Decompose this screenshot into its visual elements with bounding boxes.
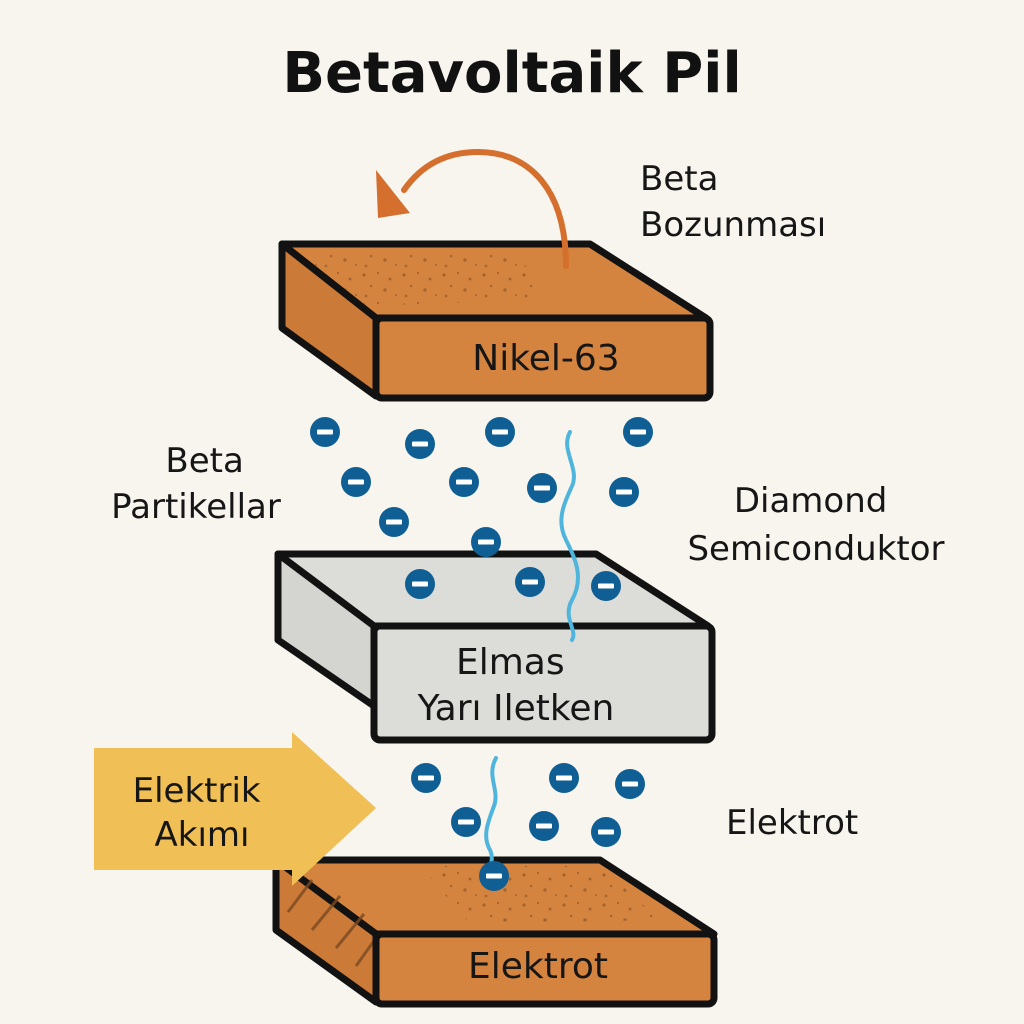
- electrode-front-face: [372, 930, 718, 1008]
- diamond-block: Elmas Yarı Iletken: [274, 550, 716, 744]
- minus-sign-icon: [598, 829, 614, 835]
- minus-sign-icon: [348, 479, 364, 485]
- minus-sign-icon: [534, 485, 550, 491]
- electron-icon: [485, 417, 515, 447]
- minus-sign-icon: [622, 781, 638, 787]
- nickel-front-face: [372, 314, 714, 402]
- minus-sign-icon: [492, 429, 508, 435]
- electron-icon: [405, 569, 435, 599]
- minus-sign-icon: [556, 775, 572, 781]
- electron-icon: [591, 817, 621, 847]
- diamond-front-face: [370, 622, 716, 744]
- minus-sign-icon: [598, 583, 614, 589]
- electrode-side-label: Elektrot: [726, 803, 858, 843]
- minus-sign-icon: [486, 873, 502, 879]
- beta-decay-arrow: [376, 148, 569, 269]
- arrowhead-icon: [376, 170, 410, 218]
- minus-sign-icon: [616, 489, 632, 495]
- beta-decay-label: Beta Bozunması: [640, 159, 826, 245]
- electron-icon: [471, 527, 501, 557]
- minus-sign-icon: [412, 581, 428, 587]
- minus-sign-icon: [630, 429, 646, 435]
- electron-icon: [527, 473, 557, 503]
- nickel-top-speckle: [300, 252, 540, 306]
- electron-icon: [591, 571, 621, 601]
- minus-sign-icon: [456, 479, 472, 485]
- electron-group: [310, 417, 653, 891]
- electric-current-label: Elektrik Akımı: [133, 771, 272, 855]
- electron-icon: [623, 417, 653, 447]
- decay-arc: [401, 148, 569, 269]
- electron-icon: [549, 763, 579, 793]
- beta-particles-label: Beta Partikellar: [111, 441, 281, 527]
- minus-sign-icon: [458, 819, 474, 825]
- electron-icon: [411, 763, 441, 793]
- minus-sign-icon: [536, 823, 552, 829]
- electron-icon: [451, 807, 481, 837]
- radiation-wave-lower: [484, 756, 498, 874]
- minus-sign-icon: [522, 579, 538, 585]
- electron-icon: [310, 417, 340, 447]
- page-title: Betavoltaik Pil: [282, 41, 741, 106]
- nickel-label: Nikel-63: [472, 338, 619, 379]
- nickel-block: Nikel-63: [278, 240, 714, 402]
- electron-icon: [379, 507, 409, 537]
- minus-sign-icon: [418, 775, 434, 781]
- minus-sign-icon: [386, 519, 402, 525]
- electron-icon: [341, 467, 371, 497]
- minus-sign-icon: [412, 441, 428, 447]
- electrode-label: Elektrot: [468, 946, 608, 987]
- radiation-wave-upper: [559, 430, 580, 642]
- diamond-semiconductor-label: Diamond Semiconduktor: [687, 481, 944, 569]
- minus-sign-icon: [317, 429, 333, 435]
- electron-icon: [479, 861, 509, 891]
- electron-icon: [405, 429, 435, 459]
- electron-icon: [449, 467, 479, 497]
- electric-current-arrow: Elektrik Akımı: [94, 732, 376, 886]
- diamond-label: Elmas Yarı Iletken: [417, 642, 615, 729]
- electron-icon: [609, 477, 639, 507]
- minus-sign-icon: [478, 539, 494, 545]
- current-arrow-shape: [94, 732, 376, 886]
- electron-icon: [615, 769, 645, 799]
- electron-icon: [529, 811, 559, 841]
- electron-icon: [515, 567, 545, 597]
